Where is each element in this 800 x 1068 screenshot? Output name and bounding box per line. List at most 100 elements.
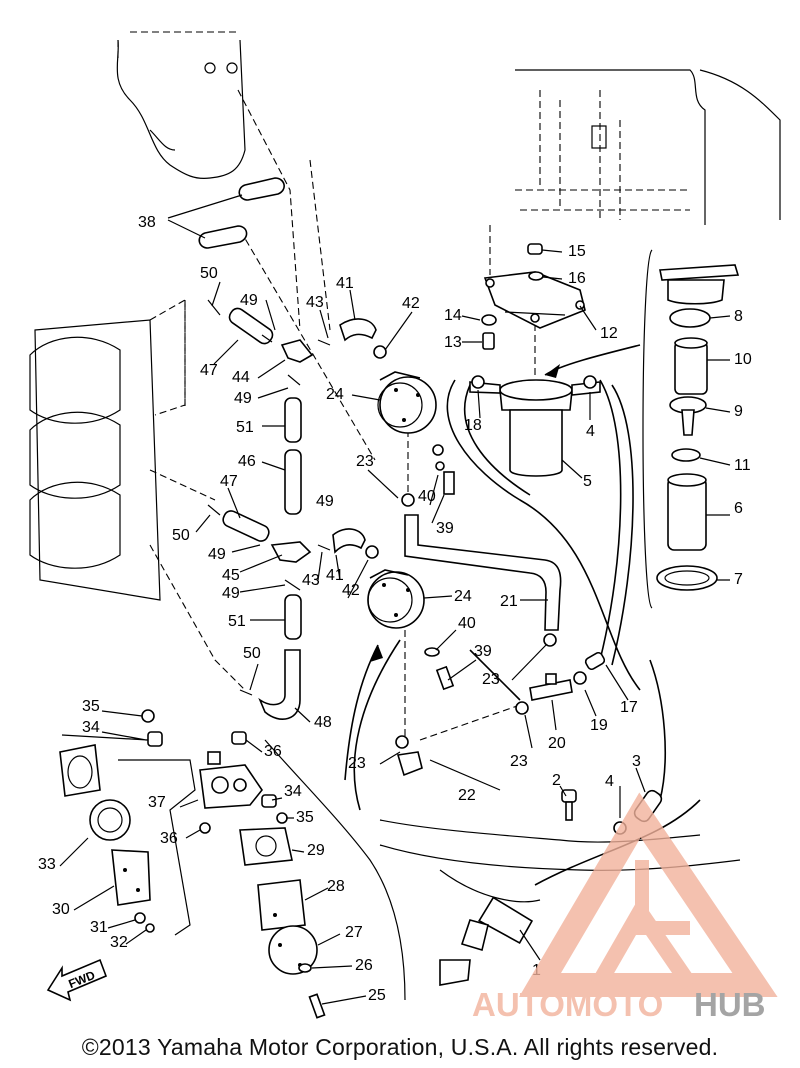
fuel-line — [469, 649, 521, 701]
callout-17: 17 — [620, 699, 638, 716]
pump-body-37 — [199, 751, 263, 809]
callout-leaders — [59, 249, 731, 1005]
callout-7: 7 — [734, 571, 743, 588]
callout-49-e: 49 — [222, 585, 240, 602]
lower-hose-set — [207, 504, 379, 720]
bolt-2 — [561, 789, 577, 821]
cylinder-head-outline — [29, 299, 186, 601]
arrow-head — [370, 645, 383, 662]
callout-28: 28 — [327, 878, 345, 895]
callout-42-upper: 42 — [402, 295, 420, 312]
callout-30: 30 — [52, 901, 70, 918]
watermark-text-automoto: AUTOMOTO — [472, 986, 663, 1023]
callout-26: 26 — [355, 957, 373, 974]
gasket-38 — [198, 177, 285, 249]
callout-43-upper: 43 — [306, 294, 324, 311]
callout-23-c: 23 — [348, 755, 366, 772]
callout-34-lower: 34 — [284, 783, 302, 800]
callout-5: 5 — [583, 473, 592, 490]
leader-line — [149, 469, 216, 501]
gasket-28 — [257, 879, 306, 931]
filter-parts-exploded — [656, 264, 740, 591]
callout-15: 15 — [568, 243, 586, 260]
callout-23-b: 23 — [482, 671, 500, 688]
fuel-line — [649, 659, 666, 801]
callout-25: 25 — [368, 987, 386, 1004]
arrow-to-pump — [344, 644, 379, 781]
callout-46: 46 — [238, 453, 256, 470]
fwd-direction-marker: FWD — [46, 958, 108, 1002]
callout-50-upper: 50 — [200, 265, 218, 282]
callout-12: 12 — [600, 325, 618, 342]
callout-2: 2 — [552, 772, 561, 789]
fuel-line — [464, 384, 531, 496]
callout-49-d: 49 — [208, 546, 226, 563]
callout-leader — [167, 194, 243, 239]
leader-line — [419, 704, 521, 741]
callout-38: 38 — [138, 214, 156, 231]
bolt-39-upper — [432, 444, 455, 495]
callout-11: 11 — [734, 457, 751, 474]
callout-43-lower: 43 — [302, 572, 320, 589]
callout-29: 29 — [307, 842, 325, 859]
screw-25 — [308, 993, 326, 1019]
callout-49-b: 49 — [234, 390, 252, 407]
leader-line — [149, 544, 246, 691]
callout-31: 31 — [90, 919, 108, 936]
callout-36-lower: 36 — [160, 830, 178, 847]
callout-50-middle: 50 — [172, 527, 190, 544]
callout-9: 9 — [734, 403, 743, 420]
fitting-34-upper — [147, 731, 163, 747]
callout-32: 32 — [110, 934, 128, 951]
callout-51-lower: 51 — [228, 613, 246, 630]
callout-36-upper: 36 — [264, 743, 282, 760]
fuel-pump-upper-24 — [377, 371, 437, 434]
mount-bracket — [379, 844, 741, 871]
callout-51-upper: 51 — [236, 419, 254, 436]
leader-line — [239, 229, 376, 461]
callout-24-upper: 24 — [326, 386, 344, 403]
clamps-23 — [395, 493, 557, 749]
screw-35-upper — [141, 709, 155, 723]
group-bracket — [118, 759, 196, 936]
callout-49-a: 49 — [240, 292, 258, 309]
washer-32 — [145, 923, 155, 933]
callout-10: 10 — [734, 351, 752, 368]
fuel-line — [446, 379, 641, 691]
fuel-line — [599, 379, 622, 661]
callout-3: 3 — [632, 753, 641, 770]
callout-27: 27 — [345, 924, 363, 941]
callout-21: 21 — [500, 593, 518, 610]
callout-40-lower: 40 — [458, 615, 476, 632]
arrow-to-filter — [544, 344, 641, 376]
callout-22: 22 — [458, 787, 476, 804]
copyright-notice: ©2013 Yamaha Motor Corporation, U.S.A. A… — [81, 1034, 719, 1060]
arrow-head — [545, 364, 560, 378]
bolt-39-lower — [424, 647, 455, 691]
leader-line — [237, 89, 301, 331]
washer-26 — [298, 963, 312, 973]
watermark-text-hub: HUB — [694, 986, 766, 1023]
callout-42-lower: 42 — [342, 582, 360, 599]
callout-33: 33 — [38, 856, 56, 873]
fitting-34-lower — [261, 794, 277, 808]
upper-hose-set — [207, 299, 387, 515]
bracket-group — [642, 249, 653, 609]
callout-14: 14 — [444, 307, 462, 324]
fitting-36-upper — [231, 731, 247, 745]
callout-34-upper: 34 — [82, 719, 100, 736]
callout-39-lower: 39 — [474, 643, 492, 660]
hose-22 — [396, 751, 423, 777]
callout-47-upper: 47 — [200, 362, 218, 379]
diaphragm-29 — [239, 827, 293, 866]
cover-30 — [111, 849, 151, 906]
gasket-33 — [59, 744, 131, 841]
callout-44: 44 — [232, 369, 250, 386]
engine-block-outline-right — [515, 69, 781, 225]
fuel-line — [353, 639, 401, 811]
callout-4-lower: 4 — [605, 773, 614, 790]
callout-41-upper: 41 — [336, 275, 354, 292]
automotohub-watermark: AUTOMOTO HUB — [472, 792, 778, 1023]
clamp-19 — [573, 671, 587, 685]
